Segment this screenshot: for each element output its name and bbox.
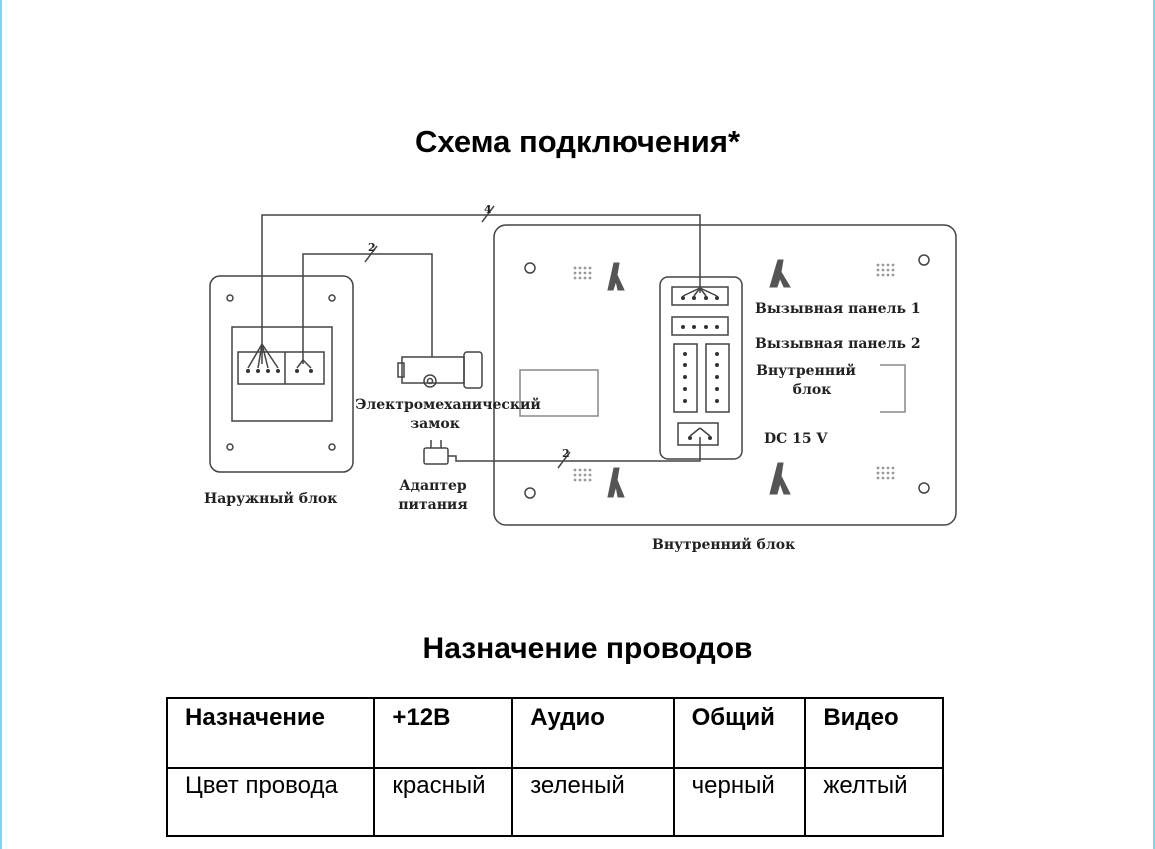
label-indoor-unit: Внутренний блок — [652, 536, 795, 553]
table-header-cell: Видео — [804, 697, 944, 769]
label-call-panel-2: Вызывная панель 2 — [755, 336, 921, 352]
label-outdoor-unit: Наружный блок — [204, 490, 337, 507]
label-lock-line1: Электромеханический — [355, 396, 541, 413]
page-title: Схема подключения* — [414, 124, 741, 159]
page-edge-right — [1153, 0, 1155, 849]
page-edge-left — [0, 0, 2, 849]
table-cell: Цвет провода — [165, 767, 376, 837]
wire-count-power: 2 — [562, 447, 570, 460]
label-dc: DC 15 V — [764, 431, 829, 447]
table-row: Цвет провода красный зеленый черный желт… — [165, 767, 944, 837]
electric-lock — [401, 356, 465, 384]
outdoor-unit-terminal-block — [231, 326, 333, 422]
table-cell: черный — [672, 767, 807, 837]
wire-table: Назначение +12В Аудио Общий Видео Цвет п… — [165, 697, 944, 837]
wire-count-top: 4 — [484, 203, 492, 216]
table-cell: зеленый — [511, 767, 675, 837]
indoor-unit-body — [493, 224, 957, 526]
wire-count-lock: 2 — [368, 241, 376, 254]
section-title: Назначение проводов — [422, 632, 753, 665]
wiring-diagram: 4 2 2 Наружный блок Электромеханический … — [204, 203, 957, 553]
table-header-cell: Назначение — [165, 697, 376, 769]
table-cell: желтый — [804, 767, 944, 837]
label-adapter-line2: питания — [398, 497, 467, 513]
indoor-terminal-panel — [659, 276, 743, 460]
outdoor-unit-body — [209, 275, 354, 473]
table-cell: красный — [373, 767, 514, 837]
label-call-panel-1: Вызывная панель 1 — [755, 301, 921, 317]
label-indoor-line2: блок — [793, 382, 832, 398]
table-header-row: Назначение +12В Аудио Общий Видео — [165, 697, 944, 769]
table-header-cell: Аудио — [511, 697, 675, 769]
table-header-cell: Общий — [672, 697, 807, 769]
label-adapter-line1: Адаптер — [399, 478, 467, 494]
label-indoor-line1: Внутренний — [756, 362, 856, 379]
table-header-cell: +12В — [373, 697, 514, 769]
label-lock-line2: замок — [410, 416, 460, 432]
power-adapter — [423, 447, 449, 465]
